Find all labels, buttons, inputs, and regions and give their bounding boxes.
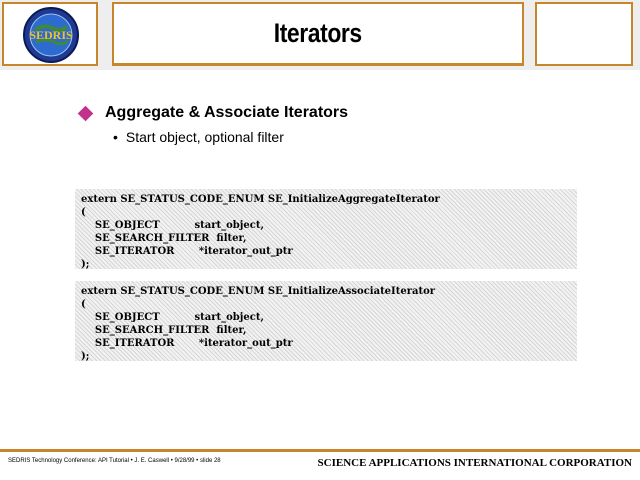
diamond-bullet-icon	[77, 105, 94, 121]
logo-text: SEDRIS	[29, 28, 73, 42]
code-block-aggregate: extern SE_STATUS_CODE_ENUM SE_Initialize…	[75, 189, 577, 270]
dot-bullet-icon: •	[113, 129, 118, 145]
sub-bullet: • Start object, optional filter	[113, 129, 284, 145]
slide-title: Iterators	[273, 18, 362, 48]
sedris-logo-icon: SEDRIS	[23, 7, 79, 63]
code-block-associate: extern SE_STATUS_CODE_ENUM SE_Initialize…	[75, 281, 577, 362]
main-bullet: Aggregate & Associate Iterators	[77, 104, 349, 122]
code-text-aggregate: extern SE_STATUS_CODE_ENUM SE_Initialize…	[81, 194, 440, 270]
sub-bullet-text: Start object, optional filter	[125, 129, 284, 145]
footer-left-text: SEDRIS Technology Conference: API Tutori…	[8, 458, 221, 464]
code-text-associate: extern SE_STATUS_CODE_ENUM SE_Initialize…	[81, 286, 436, 362]
footer-company: SCIENCE APPLICATIONS INTERNATIONAL CORPO…	[317, 457, 632, 469]
footer-divider	[0, 449, 640, 452]
title-frame: Iterators	[112, 2, 524, 66]
logo-frame: SEDRIS	[2, 2, 98, 66]
right-frame	[535, 2, 633, 66]
bullet-text: Aggregate & Associate Iterators	[105, 104, 349, 121]
